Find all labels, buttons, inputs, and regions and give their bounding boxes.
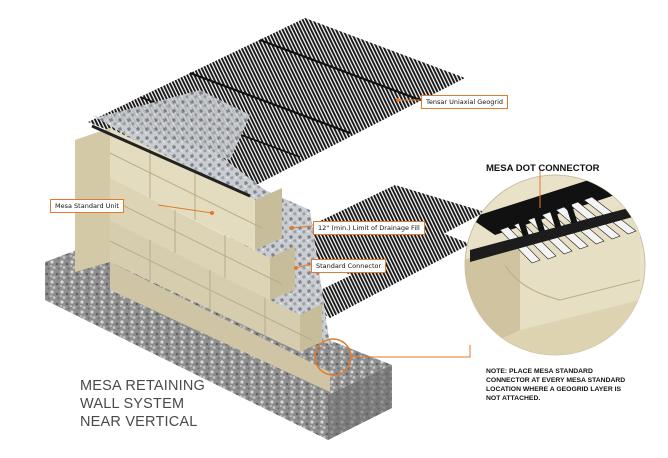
system-title: MESA RETAINING WALL SYSTEM NEAR VERTICAL [80, 377, 205, 431]
label-drainage-fill: 12" (min.) Limit of Drainage Fill [313, 221, 425, 235]
title-line-3: NEAR VERTICAL [80, 414, 198, 430]
title-line-1: MESA RETAINING [80, 378, 205, 394]
retaining-wall [75, 128, 330, 392]
title-line-2: WALL SYSTEM [80, 396, 185, 412]
label-standard-unit: Mesa Standard Unit [50, 199, 124, 213]
label-standard-connector: Standard Connector [311, 259, 387, 273]
geogrid-bottom [300, 232, 470, 318]
detail-title: MESA DOT CONNECTOR [486, 163, 600, 174]
connector-rod [91, 124, 251, 198]
detail-note: NOTE: PLACE MESA STANDARD CONNECTOR AT E… [486, 368, 626, 402]
callout-leaders [157, 99, 471, 358]
label-geogrid: Tensar Uniaxial Geogrid [421, 95, 509, 109]
connector-detail [464, 170, 646, 356]
